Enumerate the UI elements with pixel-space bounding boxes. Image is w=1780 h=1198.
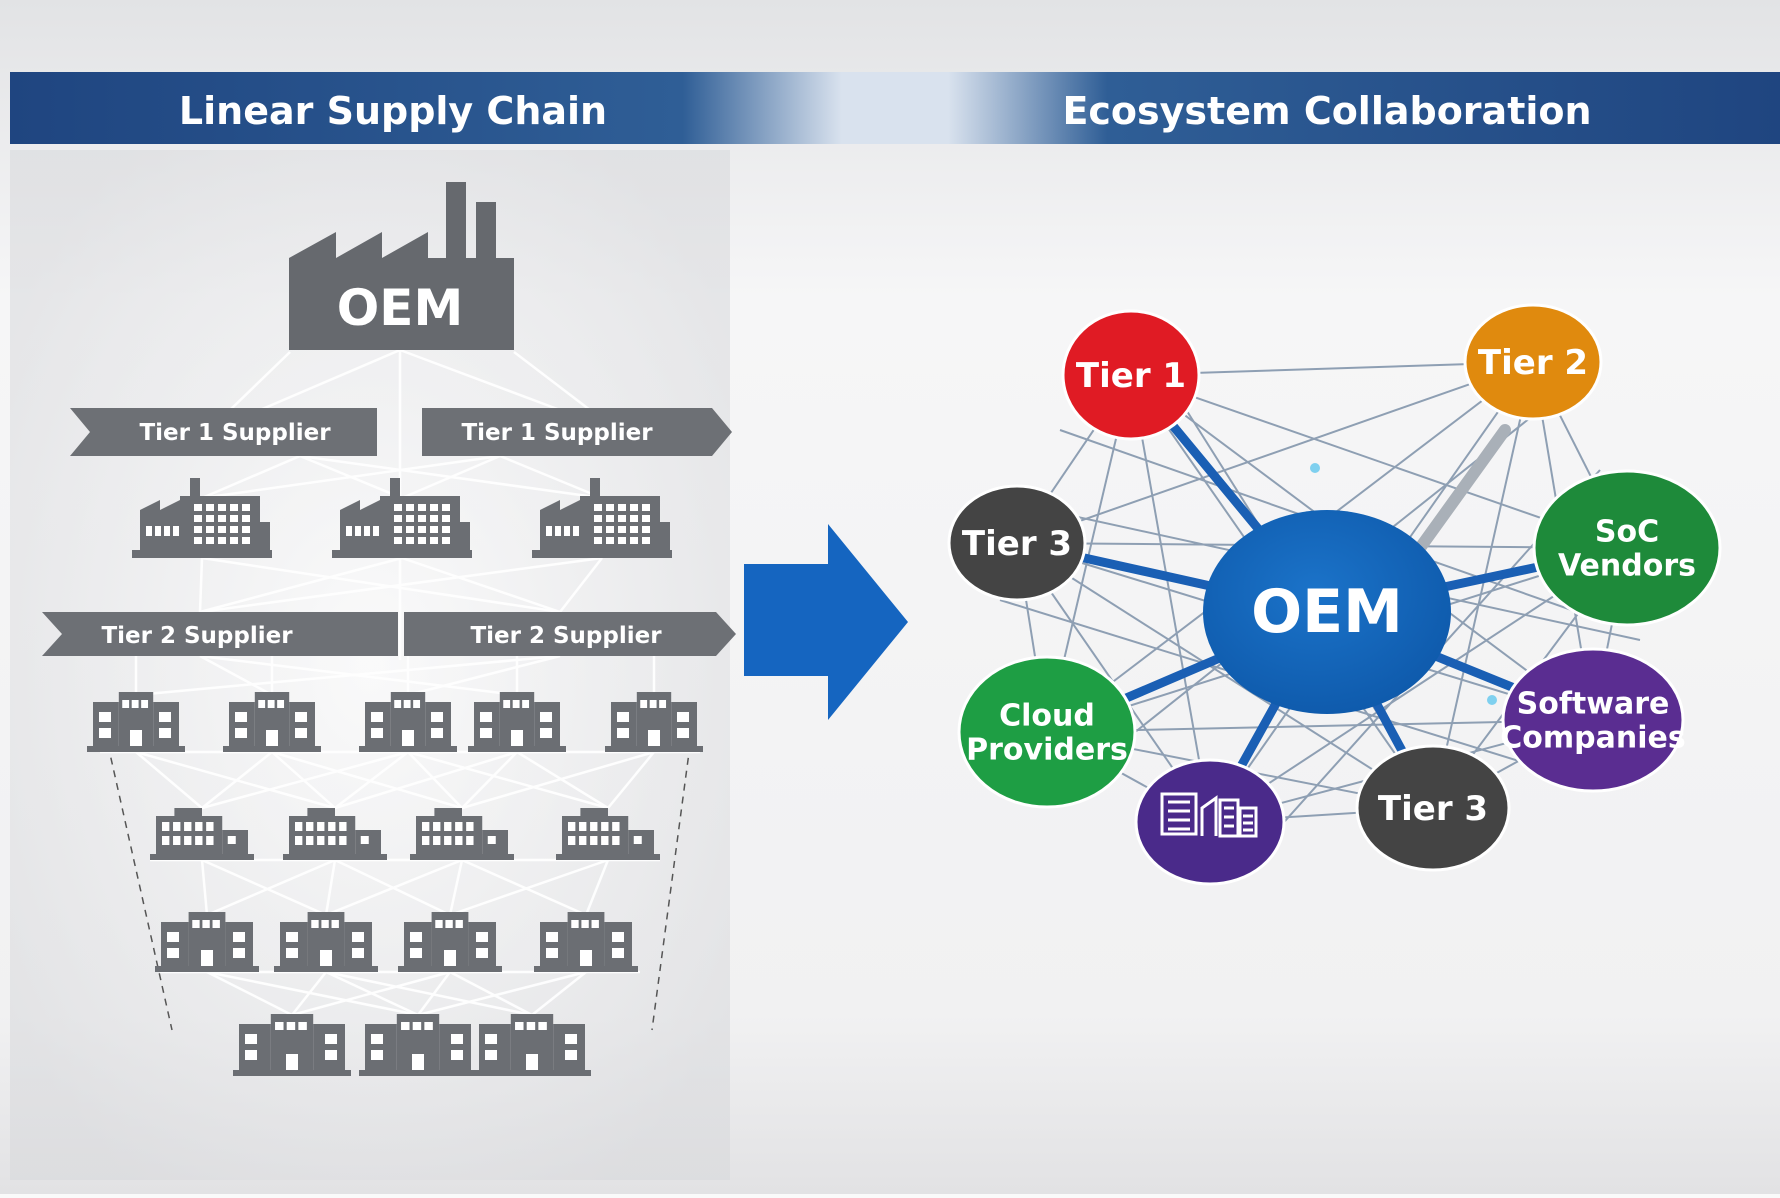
- ecosystem-node-buildings: [1134, 758, 1286, 886]
- tier1-ribbon-left: Tier 1 Supplier: [70, 408, 377, 456]
- oem-factory-icon: OEM: [289, 182, 514, 350]
- tier1-label-right: Tier 1 Supplier: [461, 420, 653, 446]
- ecosystem-node-label: Tier 1: [1076, 356, 1186, 396]
- tier1-label-left: Tier 1 Supplier: [139, 420, 331, 446]
- tier2-ribbon-right: Tier 2 Supplier: [404, 612, 736, 656]
- supplier-factory-icon: [332, 478, 472, 558]
- funnel-left-dashed-line: [107, 744, 173, 1031]
- ecosystem-oem-hub: OEM: [1203, 510, 1451, 714]
- ecosystem-node-label: Cloud: [999, 699, 1095, 734]
- linear-oem-label: OEM: [337, 279, 463, 337]
- linear-supplier-buildings: [87, 478, 703, 1076]
- supplier-building-icon: [359, 1014, 477, 1076]
- tier2-label-right: Tier 2 Supplier: [470, 623, 662, 649]
- supplier-factory-icon: [132, 478, 272, 558]
- supplier-building-icon: [468, 692, 566, 752]
- tier2-ribbon-left: Tier 2 Supplier: [42, 612, 398, 656]
- supplier-building-icon: [473, 1014, 591, 1076]
- supplier-building-icon: [233, 1014, 351, 1076]
- supplier-building-icon: [283, 808, 387, 860]
- left-section-title: Linear Supply Chain: [179, 89, 607, 133]
- ecosystem-node-label: Companies: [1500, 721, 1685, 756]
- supplier-building-icon: [359, 692, 457, 752]
- supplier-building-icon: [556, 808, 660, 860]
- tier2-oem-gray-link: [1414, 424, 1511, 554]
- supplier-building-icon: [274, 912, 378, 972]
- right-section-title: Ecosystem Collaboration: [1062, 89, 1591, 133]
- supplier-building-icon: [223, 692, 321, 752]
- transition-arrow-icon: [744, 524, 908, 720]
- supplier-building-icon: [155, 912, 259, 972]
- ecosystem-node-label: Providers: [966, 733, 1128, 768]
- ecosystem-node-label: Tier 3: [962, 524, 1072, 564]
- supplier-building-icon: [398, 912, 502, 972]
- ecosystem-node-label: Vendors: [1558, 549, 1696, 584]
- supplier-building-icon: [150, 808, 254, 860]
- ecosystem-node-tier2: Tier 2: [1463, 303, 1603, 421]
- header-bar: Linear Supply Chain Ecosystem Collaborat…: [10, 72, 1780, 144]
- supplier-building-icon: [534, 912, 638, 972]
- buildings-icon: [1160, 792, 1258, 838]
- mesh-junction-dot: [1310, 463, 1320, 473]
- tier2-label-left: Tier 2 Supplier: [101, 623, 293, 649]
- tier1-ribbon-right: Tier 1 Supplier: [422, 408, 732, 456]
- ecosystem-oem-label: OEM: [1251, 577, 1403, 647]
- mesh-junction-dot: [1487, 695, 1497, 705]
- ecosystem-node-label: Tier 2: [1478, 343, 1588, 383]
- ecosystem-node-label: Software: [1517, 687, 1670, 722]
- supplier-building-icon: [605, 692, 703, 752]
- ecosystem-node-tier3-left: Tier 3: [947, 484, 1087, 602]
- ecosystem-node-tier1: Tier 1: [1061, 309, 1201, 441]
- funnel-right-dashed-line: [651, 744, 691, 1031]
- supplier-building-icon: [87, 692, 185, 752]
- supplier-building-icon: [410, 808, 514, 860]
- supplier-factory-icon: [532, 478, 672, 558]
- ecosystem-node-label: SoC: [1595, 515, 1659, 550]
- ecosystem-node-tier3-bottom: Tier 3: [1355, 744, 1511, 872]
- ecosystem-node-label: Tier 3: [1378, 789, 1488, 829]
